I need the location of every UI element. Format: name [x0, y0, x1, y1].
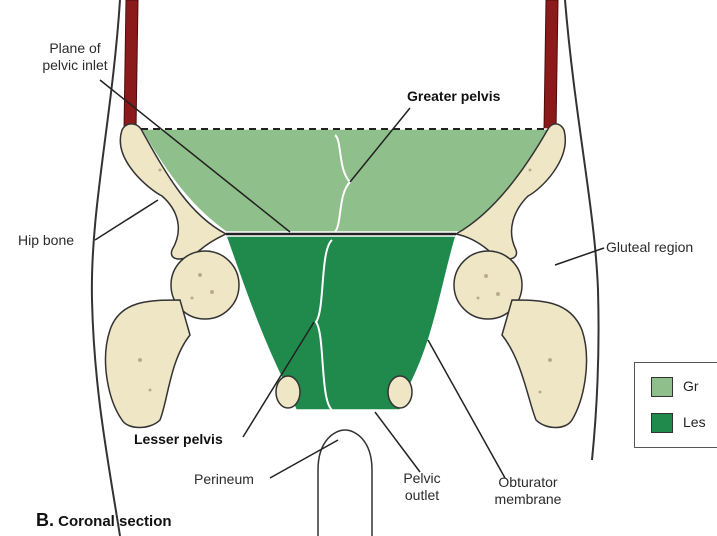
label-greater-pelvis: Greater pelvis — [407, 88, 500, 105]
label-pelvic-outlet-line-2: outlet — [392, 487, 452, 504]
legend-label-lesser: Les — [683, 414, 706, 430]
leader-hip-bone — [95, 200, 158, 240]
label-perineum: Perineum — [194, 471, 254, 488]
leader-perineum — [270, 440, 338, 478]
lesser-pelvis-region — [226, 236, 456, 410]
ischium-left — [276, 376, 300, 408]
body-outline-left — [92, 0, 120, 536]
label-obturator-line-1: Obturator — [478, 474, 578, 491]
label-obturator-line-2: membrane — [478, 491, 578, 508]
leader-obturator-membrane — [428, 340, 505, 478]
caption-letter: B. — [36, 510, 54, 530]
legend-label-greater: Gr — [683, 378, 699, 394]
label-obturator-membrane: Obturator membrane — [478, 474, 578, 508]
caption-text: Coronal section — [58, 513, 171, 530]
label-pelvic-outlet: Pelvic outlet — [392, 470, 452, 504]
label-plane-line-2: pelvic inlet — [10, 57, 140, 74]
legend-swatch-lesser — [651, 413, 673, 433]
label-plane-of-pelvic-inlet: Plane of pelvic inlet — [10, 40, 140, 74]
label-hip-bone: Hip bone — [18, 232, 74, 249]
femur-left — [106, 300, 190, 428]
label-lesser-pelvis: Lesser pelvis — [134, 431, 223, 448]
label-gluteal-region: Gluteal region — [606, 239, 693, 256]
femur-right — [502, 300, 587, 428]
legend: Gr Les — [634, 362, 717, 448]
ischium-right — [388, 376, 412, 408]
leader-pelvic-outlet — [375, 412, 420, 472]
vessel-right — [544, 0, 558, 130]
figure-caption: B. Coronal section — [36, 512, 172, 530]
legend-swatch-greater — [651, 377, 673, 397]
label-pelvic-outlet-line-1: Pelvic — [392, 470, 452, 487]
label-plane-line-1: Plane of — [10, 40, 140, 57]
